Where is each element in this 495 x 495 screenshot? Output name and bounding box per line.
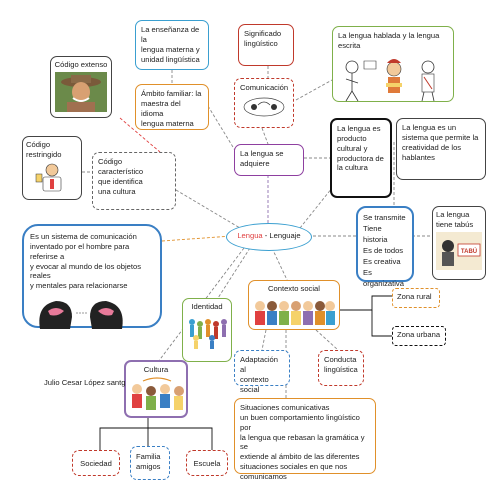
connector-comunicacion (261, 127, 269, 145)
people-figures-illustration (189, 318, 227, 349)
crowd-illustration (255, 300, 335, 325)
center-node: Lengua - Lenguaje (226, 223, 312, 251)
heads-illustration (39, 301, 123, 330)
node-contexto-social: Contexto social (248, 280, 340, 330)
connector-conducta (315, 329, 339, 351)
node-cultura: Cultura (124, 360, 188, 418)
node-escuela: Escuela (186, 450, 228, 476)
node-situaciones: Situaciones comunicativas un buen compor… (234, 398, 376, 481)
connector-producto (299, 187, 333, 229)
node-propiedades: Se transmite Tiene historia Es de todos … (356, 206, 414, 288)
node-se-adquiere: La lengua se adquiere (234, 144, 304, 176)
connector-cultura-bracket (99, 427, 213, 450)
node-sistema-comunicacion: Es un sistema de comunicación inventado … (22, 224, 162, 330)
node-codigo-restringido: Código restringido (22, 136, 82, 200)
tabu-illustration: TABÚ (436, 231, 482, 270)
connector-identidad (217, 247, 251, 299)
node-zona-rural: Zona rural (392, 288, 440, 308)
node-sociedad: Sociedad (72, 450, 120, 476)
node-comunicacion: Comunicación (234, 78, 294, 128)
node-lengua-hablada-escrita: La lengua hablada y la lengua escrita (332, 26, 454, 102)
connector-codigo-extenso (119, 117, 161, 153)
children-illustration (132, 377, 184, 410)
doctor-illustration (35, 163, 62, 192)
speaking-writing-illustration (345, 58, 435, 101)
node-identidad: Identidad (182, 298, 232, 362)
tabu-sign: TABÚ (461, 248, 477, 255)
connector-sistema-comunicacion (161, 235, 233, 242)
node-conducta: Conducta lingüística (318, 350, 364, 386)
node-producto-cultural: La lengua es producto cultural y product… (330, 118, 392, 198)
node-ambito-familiar: Ámbito familiar: la maestra del idioma l… (135, 84, 209, 130)
center-lengua: Lengua (237, 231, 263, 240)
connector-zonas (340, 295, 392, 311)
connector-codigo-caracteristico (175, 189, 241, 229)
node-codigo-caracteristico: Código característico que identifica una… (92, 152, 176, 210)
connector-ambito (207, 105, 237, 153)
node-zona-urbana: Zona urbana (392, 326, 446, 346)
communication-illustration (243, 97, 285, 117)
node-adaptacion: Adaptación al contexto social (234, 350, 290, 394)
node-significado: Significado lingüístico (238, 24, 294, 66)
center-lenguaje: Lenguaje (269, 231, 301, 240)
author-name: Julio Cesar López santg (44, 378, 126, 387)
node-ensenanza: La enseñanza de la lengua materna y unid… (135, 20, 209, 70)
node-codigo-extenso: Código extenso (50, 56, 112, 118)
connector-hablada (295, 79, 333, 101)
center-sep: - (262, 231, 270, 240)
node-sistema-creatividad: La lengua es un sistema que permite la c… (396, 118, 486, 180)
node-tabus: La lengua tiene tabús TABÚ (432, 206, 486, 280)
connector-adaptacion (261, 329, 267, 351)
connector-contexto (271, 247, 289, 283)
man-with-hat-photo (55, 71, 107, 112)
node-familia-amigos: Familia amigos (130, 446, 170, 480)
